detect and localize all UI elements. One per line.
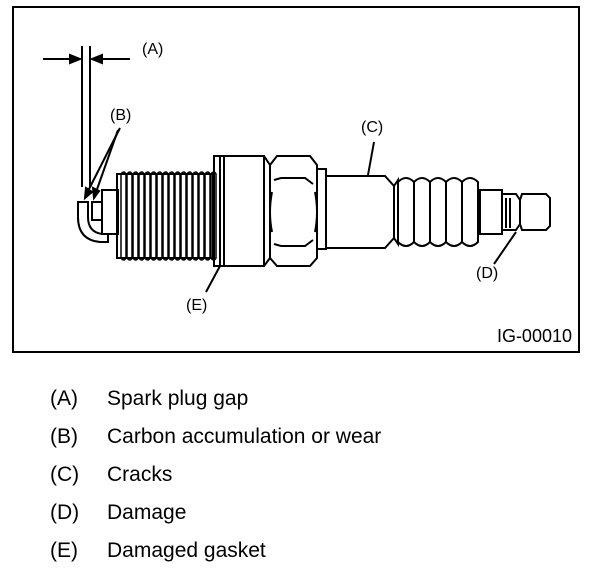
- damage-leader: [493, 231, 517, 265]
- legend-text: Cracks: [107, 463, 173, 486]
- spark-plug-drawing: [43, 46, 551, 293]
- insulator: [325, 175, 551, 249]
- callout-b: (B): [110, 107, 132, 124]
- legend-key: (A): [50, 387, 78, 410]
- legend-key: (B): [50, 425, 78, 448]
- thread-ridge: [198, 171, 205, 261]
- gap-dimension: [43, 46, 130, 187]
- legend-text: Damage: [107, 501, 187, 524]
- insulator-rib: [397, 177, 415, 247]
- thread-ridge: [150, 171, 157, 261]
- callout-e: (E): [186, 297, 208, 314]
- insulator-rib: [445, 177, 463, 247]
- insulator-rib: [429, 177, 447, 247]
- legend-text: Damaged gasket: [107, 539, 266, 562]
- legend-text: Spark plug gap: [107, 387, 249, 410]
- thread-ridge: [162, 171, 169, 261]
- legend-item: (B) Carbon accumulation or wear: [50, 418, 381, 456]
- thread-ridge: [168, 171, 175, 261]
- thread-ridge: [156, 171, 163, 261]
- thread: [116, 171, 217, 261]
- thread-ridge: [180, 171, 187, 261]
- legend-item: (C) Cracks: [50, 456, 381, 494]
- thread-ridge: [120, 171, 127, 261]
- insulator-rib: [413, 177, 431, 247]
- ground-electrode: [77, 189, 119, 243]
- thread-ridge: [210, 171, 217, 261]
- thread-ridge: [126, 171, 133, 261]
- callout-a: (A): [142, 41, 164, 58]
- cracks-leader: [367, 141, 375, 176]
- thread-ridge: [132, 171, 139, 261]
- carbon-leader: [83, 127, 121, 201]
- thread-ridge: [138, 171, 145, 261]
- thread-ridge: [192, 171, 199, 261]
- legend-key: (C): [50, 463, 80, 486]
- thread-ridge: [174, 171, 181, 261]
- legend-text: Carbon accumulation or wear: [107, 425, 382, 448]
- spark-plug-figure: (A) (B) (C) (D) (E) IG-00010: [12, 6, 580, 353]
- thread-ridge: [186, 171, 193, 261]
- legend-key: (D): [50, 501, 80, 524]
- hex-nut: [269, 155, 327, 267]
- legend-key: (E): [50, 539, 78, 562]
- insulator-rib: [461, 177, 479, 247]
- callout-c: (C): [361, 119, 384, 136]
- legend-item: (D) Damage: [50, 494, 381, 532]
- legend-item: (A) Spark plug gap: [50, 380, 381, 418]
- gasket-leader: [205, 265, 221, 293]
- legend-item: (E) Damaged gasket: [50, 532, 381, 570]
- legend: (A) Spark plug gap (B) Carbon accumulati…: [50, 380, 381, 570]
- figure-id: IG-00010: [496, 326, 572, 346]
- thread-ridge: [204, 171, 211, 261]
- thread-ridge: [144, 171, 151, 261]
- gasket: [213, 155, 271, 267]
- callout-d: (D): [476, 265, 499, 282]
